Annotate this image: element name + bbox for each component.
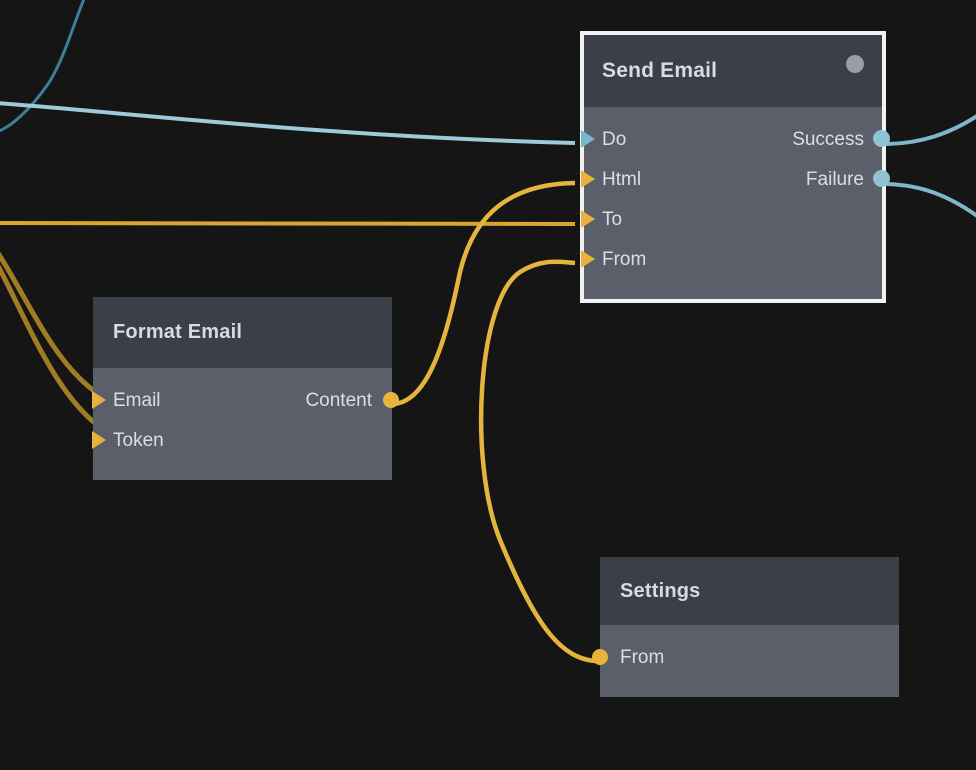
pin-label-success: Success (792, 128, 864, 150)
circle-pin-icon-content[interactable] (383, 392, 399, 408)
arrow-pin-icon-do[interactable] (581, 130, 595, 148)
pin-label-do: Do (602, 128, 627, 150)
arrow-pin-icon-html[interactable] (581, 170, 595, 188)
node-format-email-title: Format Email (113, 321, 243, 343)
wire-success-out (883, 114, 976, 146)
circle-pin-icon-failure[interactable] (873, 170, 890, 187)
status-dot-icon (846, 55, 864, 73)
pin-label-html: Html (602, 168, 642, 190)
pin-label-from: From (602, 248, 647, 270)
wire-content-to-html (391, 180, 576, 407)
pin-label-failure: Failure (805, 168, 864, 190)
node-settings-body: From (592, 625, 899, 697)
arrow-pin-icon-to[interactable] (581, 210, 595, 228)
pin-label-token: Token (113, 429, 164, 451)
pin-label-settings-from: From (620, 646, 665, 668)
node-settings-header[interactable]: Settings (600, 557, 899, 625)
pin-row-do: Do Success (581, 119, 890, 159)
node-settings-title: Settings (620, 579, 701, 602)
node-format-email-header[interactable]: Format Email (93, 297, 392, 368)
pin-label-to: To (602, 208, 623, 230)
node-format-email[interactable]: Format Email Email Content Token (92, 297, 399, 480)
node-send-email[interactable]: Send Email Do Success Html Failure (580, 31, 890, 303)
circle-pin-icon-settings-from[interactable] (592, 649, 608, 665)
wire-failure-out (883, 182, 976, 218)
circle-pin-icon-success[interactable] (873, 130, 890, 147)
pin-row-settings-from: From (592, 637, 879, 677)
pin-row-html: Html Failure (581, 159, 890, 199)
arrow-pin-icon-from[interactable] (581, 250, 595, 268)
arrow-pin-icon-token[interactable] (92, 431, 106, 449)
arrow-pin-icon-email[interactable] (92, 391, 106, 409)
wire-exec-crossing (0, 0, 86, 133)
pin-label-email: Email (113, 389, 161, 411)
pin-row-from: From (581, 239, 864, 279)
pin-row-token: Token (92, 420, 372, 460)
node-settings[interactable]: Settings From (592, 557, 899, 697)
wire-settings-from-to-from (478, 259, 600, 664)
node-send-email-title: Send Email (602, 59, 718, 82)
node-send-email-body: Do Success Html Failure To From (581, 107, 890, 299)
node-send-email-header[interactable]: Send Email (584, 35, 882, 107)
pin-row-to: To (581, 199, 864, 239)
node-format-email-body: Email Content Token (92, 368, 399, 480)
wire-data-to-to (0, 221, 576, 226)
wire-exec-to-do (0, 101, 576, 145)
pin-row-email: Email Content (92, 380, 399, 420)
pin-label-content: Content (305, 389, 372, 411)
